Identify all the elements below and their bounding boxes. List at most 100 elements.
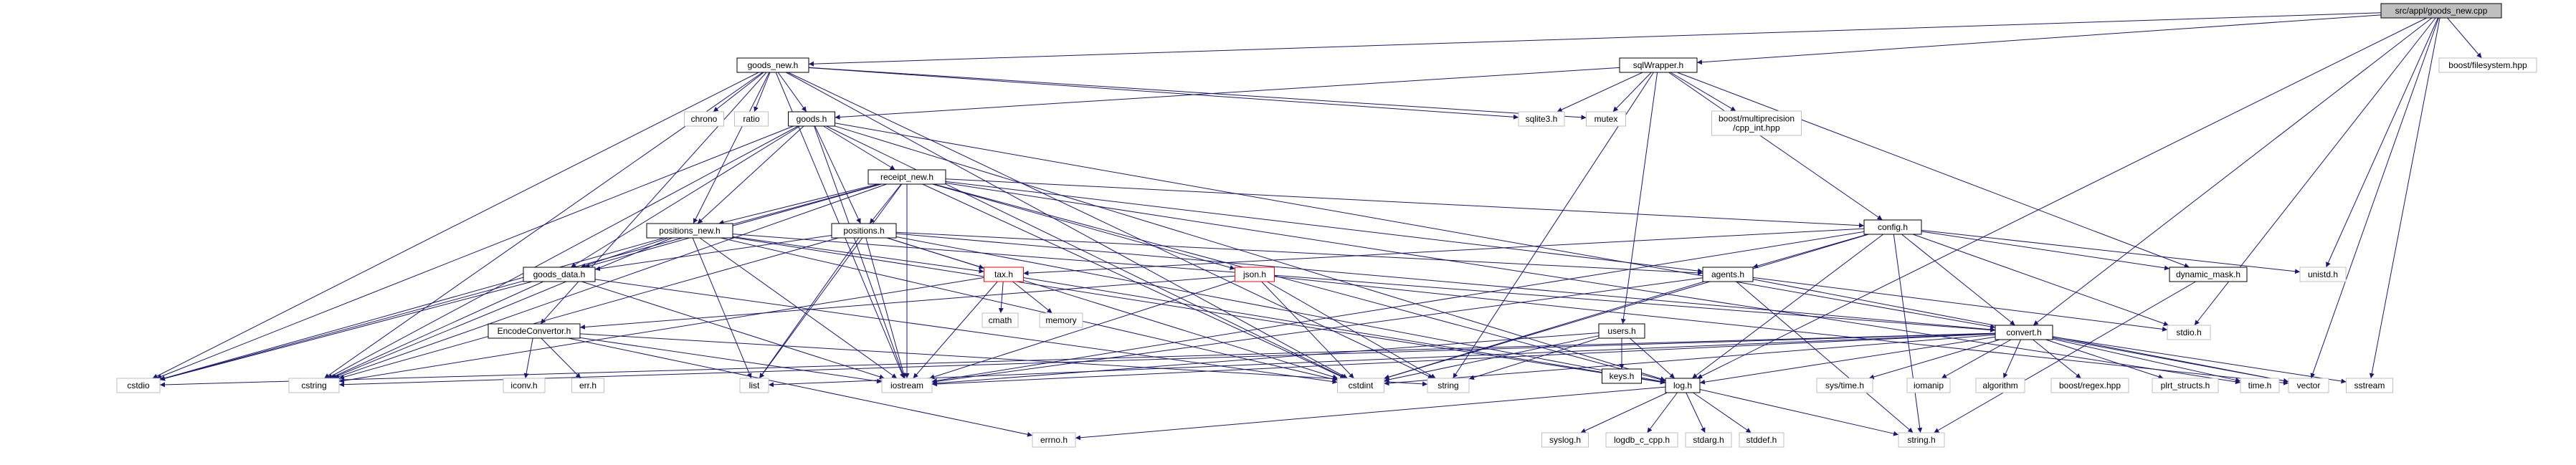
node-label: config.h	[1878, 222, 1908, 232]
edge-goods_data_h-to-iostream	[581, 281, 885, 380]
node-string[interactable]: string	[1427, 378, 1470, 393]
node-label: algorithm	[1982, 380, 2017, 390]
node-sstream[interactable]: sstream	[2346, 378, 2393, 393]
node-users_h[interactable]: users.h	[1598, 323, 1645, 339]
node-mutex[interactable]: mutex	[1586, 111, 1626, 127]
node-box	[868, 169, 946, 185]
node-box	[982, 312, 1019, 328]
edge-goods_h-to-log_h	[835, 125, 1666, 381]
edge-convert_h-to-cstdio	[159, 332, 1996, 388]
node-label: plrt_structs.h	[2161, 380, 2210, 390]
edge-convert_h-to-iostream	[931, 333, 1996, 387]
edge-goods_new_h-to-ratio	[754, 72, 771, 112]
node-cmath[interactable]: cmath	[982, 312, 1019, 328]
edge-config_h-to-dynamic_mask_h	[1921, 231, 2170, 271]
node-label: mutex	[1594, 114, 1618, 124]
node-label: list	[749, 380, 760, 390]
node-iconv_h[interactable]: iconv.h	[503, 378, 546, 393]
node-stdio_h[interactable]: stdio.h	[2167, 325, 2211, 340]
edge-tax_h-to-memory	[1012, 281, 1052, 314]
node-goods_new_h[interactable]: goods_new.h	[736, 57, 809, 73]
node-label: /cpp_int.hpp	[1733, 123, 1780, 133]
node-boost_filesystem[interactable]: boost/filesystem.hpp	[2438, 57, 2537, 73]
node-time_h[interactable]: time.h	[2240, 378, 2280, 393]
node-list[interactable]: list	[739, 378, 769, 393]
node-tax_h[interactable]: tax.h	[984, 267, 1024, 282]
edge-positions_new_h-to-iostream	[699, 237, 898, 379]
node-stddef_h[interactable]: stddef.h	[1739, 432, 1784, 448]
node-encode_h[interactable]: EncodeConvertor.h	[488, 323, 581, 339]
node-algorithm[interactable]: algorithm	[1975, 378, 2025, 393]
node-log_h[interactable]: log.h	[1665, 378, 1701, 393]
node-receipt_new_h[interactable]: receipt_new.h	[868, 169, 946, 185]
node-errno_h[interactable]: errno.h	[1032, 432, 1076, 448]
node-cstdint[interactable]: cstdint	[1337, 378, 1384, 393]
node-boost_regex[interactable]: boost/regex.hpp	[2050, 378, 2129, 393]
edge-encode_h-to-iostream	[579, 337, 883, 384]
node-err_h[interactable]: err.h	[571, 378, 604, 393]
node-box	[1235, 267, 1275, 282]
node-box	[1337, 378, 1384, 393]
node-label: sys/time.h	[1825, 380, 1864, 390]
node-string_h[interactable]: string.h	[1898, 432, 1945, 448]
node-vector[interactable]: vector	[2288, 378, 2329, 393]
edge-agents_h-to-string_h	[1736, 281, 1914, 433]
edge-users_h-to-cstdint	[1384, 335, 1600, 383]
edge-positions_new_h-to-list	[692, 237, 752, 379]
node-cstdio[interactable]: cstdio	[116, 378, 161, 393]
node-box	[2299, 267, 2347, 282]
edge-goods_data_h-to-cstdio	[159, 281, 533, 381]
node-chrono[interactable]: chrono	[684, 111, 724, 127]
nodes-layer: src/appl/goods_new.cpp goods_new.h sqlWrap…	[116, 3, 2537, 448]
node-json_h[interactable]: json.h	[1235, 267, 1275, 282]
node-box	[1898, 432, 1945, 448]
edge-tax_h-to-log_h	[1023, 277, 1666, 385]
node-label: users.h	[1607, 326, 1635, 336]
node-label: goods_data.h	[533, 269, 586, 279]
edge-goods_new_h-to-goods_h	[777, 72, 807, 112]
node-box	[2050, 378, 2129, 393]
edge-sqlwrapper_h-to-mutex	[1612, 72, 1652, 112]
node-iomanip[interactable]: iomanip	[1906, 378, 1951, 393]
node-logdb_h[interactable]: logdb_c_cpp.h	[1605, 432, 1678, 448]
edge-json_h-to-encode_h	[579, 275, 1235, 330]
node-label: agents.h	[1711, 269, 1744, 279]
node-positions_h[interactable]: positions.h	[831, 223, 897, 239]
edge-receipt_new_h-to-config_h	[945, 178, 1865, 229]
node-config_h[interactable]: config.h	[1863, 219, 1922, 235]
edge-positions_h-to-log_h	[895, 236, 1666, 384]
node-convert_h[interactable]: convert.h	[1995, 325, 2053, 340]
node-goods_h[interactable]: goods.h	[788, 111, 835, 127]
node-agents_h[interactable]: agents.h	[1702, 267, 1754, 282]
edge-goods_new_h-to-positions_new_h	[693, 72, 770, 224]
node-sys_time_h[interactable]: sys/time.h	[1816, 378, 1873, 393]
node-box	[739, 378, 769, 393]
node-label: positions.h	[843, 226, 884, 236]
node-boost_mp[interactable]: boost/multiprecision/cpp_int.hpp	[1711, 110, 1802, 136]
node-syslog_h[interactable]: syslog.h	[1541, 432, 1589, 448]
node-keys_h[interactable]: keys.h	[1602, 368, 1642, 384]
node-dynamic_mask_h[interactable]: dynamic_mask.h	[2169, 267, 2248, 282]
node-unistd_h[interactable]: unistd.h	[2299, 267, 2347, 282]
edge-convert_h-to-sstream	[2052, 336, 2347, 384]
node-cstring[interactable]: cstring	[288, 378, 340, 393]
node-label: stdarg.h	[1693, 435, 1724, 445]
node-sqlwrapper_h[interactable]: sqlWrapper.h	[1619, 57, 1698, 73]
node-ratio[interactable]: ratio	[734, 111, 769, 127]
node-box	[2288, 378, 2329, 393]
node-box	[1995, 325, 2053, 340]
node-box	[646, 223, 733, 239]
node-stdarg_h[interactable]: stdarg.h	[1685, 432, 1732, 448]
node-box	[1906, 378, 1951, 393]
node-box	[1739, 432, 1784, 448]
node-positions_new_h[interactable]: positions_new.h	[646, 223, 733, 239]
node-root[interactable]: src/appl/goods_new.cpp	[2380, 3, 2502, 19]
node-iostream[interactable]: iostream	[881, 378, 933, 393]
node-sqlite3_h[interactable]: sqlite3.h	[1518, 111, 1565, 127]
edge-positions_new_h-to-log_h	[732, 236, 1666, 385]
node-memory[interactable]: memory	[1039, 312, 1083, 328]
node-goods_data_h[interactable]: goods_data.h	[523, 267, 596, 282]
node-plrt_structs[interactable]: plrt_structs.h	[2152, 378, 2219, 393]
edge-users_h-to-log_h	[1629, 337, 1676, 379]
node-label: positions_new.h	[659, 226, 720, 236]
